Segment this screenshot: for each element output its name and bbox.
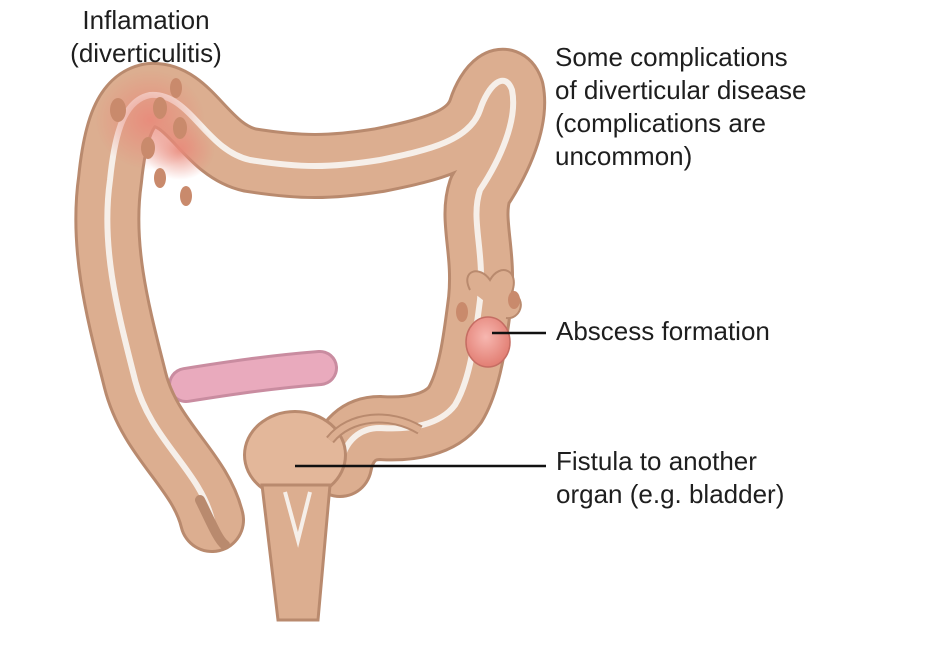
abscess-region (456, 269, 522, 368)
bladder (243, 410, 347, 622)
complications-label-line3: (complications are (555, 108, 766, 138)
inflammation-region (95, 70, 215, 206)
abscess-label-text: Abscess formation (556, 316, 770, 346)
inflammation-label: Inflamation (diverticulitis) (46, 4, 246, 70)
complications-label-line2: of diverticular disease (555, 75, 807, 105)
colon-lumen (104, 77, 517, 523)
diverticulum (154, 168, 166, 188)
colon (74, 48, 547, 553)
diverticulum (173, 117, 187, 139)
inflammation-label-line1: Inflamation (82, 5, 210, 35)
complications-label: Some complications of diverticular disea… (555, 41, 806, 173)
diverticulum (141, 137, 155, 159)
fistula-label: Fistula to another organ (e.g. bladder) (556, 445, 784, 511)
fistula-label-line2: organ (e.g. bladder) (556, 479, 785, 509)
complications-label-line4: uncommon) (555, 141, 693, 171)
diverticulum (170, 78, 182, 98)
diverticulum (110, 98, 126, 122)
abscess-label: Abscess formation (556, 315, 770, 348)
inflammation-label-line2: (diverticulitis) (70, 38, 222, 68)
complications-label-line1: Some complications (555, 42, 788, 72)
fistula-label-line1: Fistula to another (556, 446, 757, 476)
diverticulum (180, 186, 192, 206)
diverticulum (153, 97, 167, 119)
abscess (465, 316, 511, 368)
appendix (195, 495, 230, 550)
